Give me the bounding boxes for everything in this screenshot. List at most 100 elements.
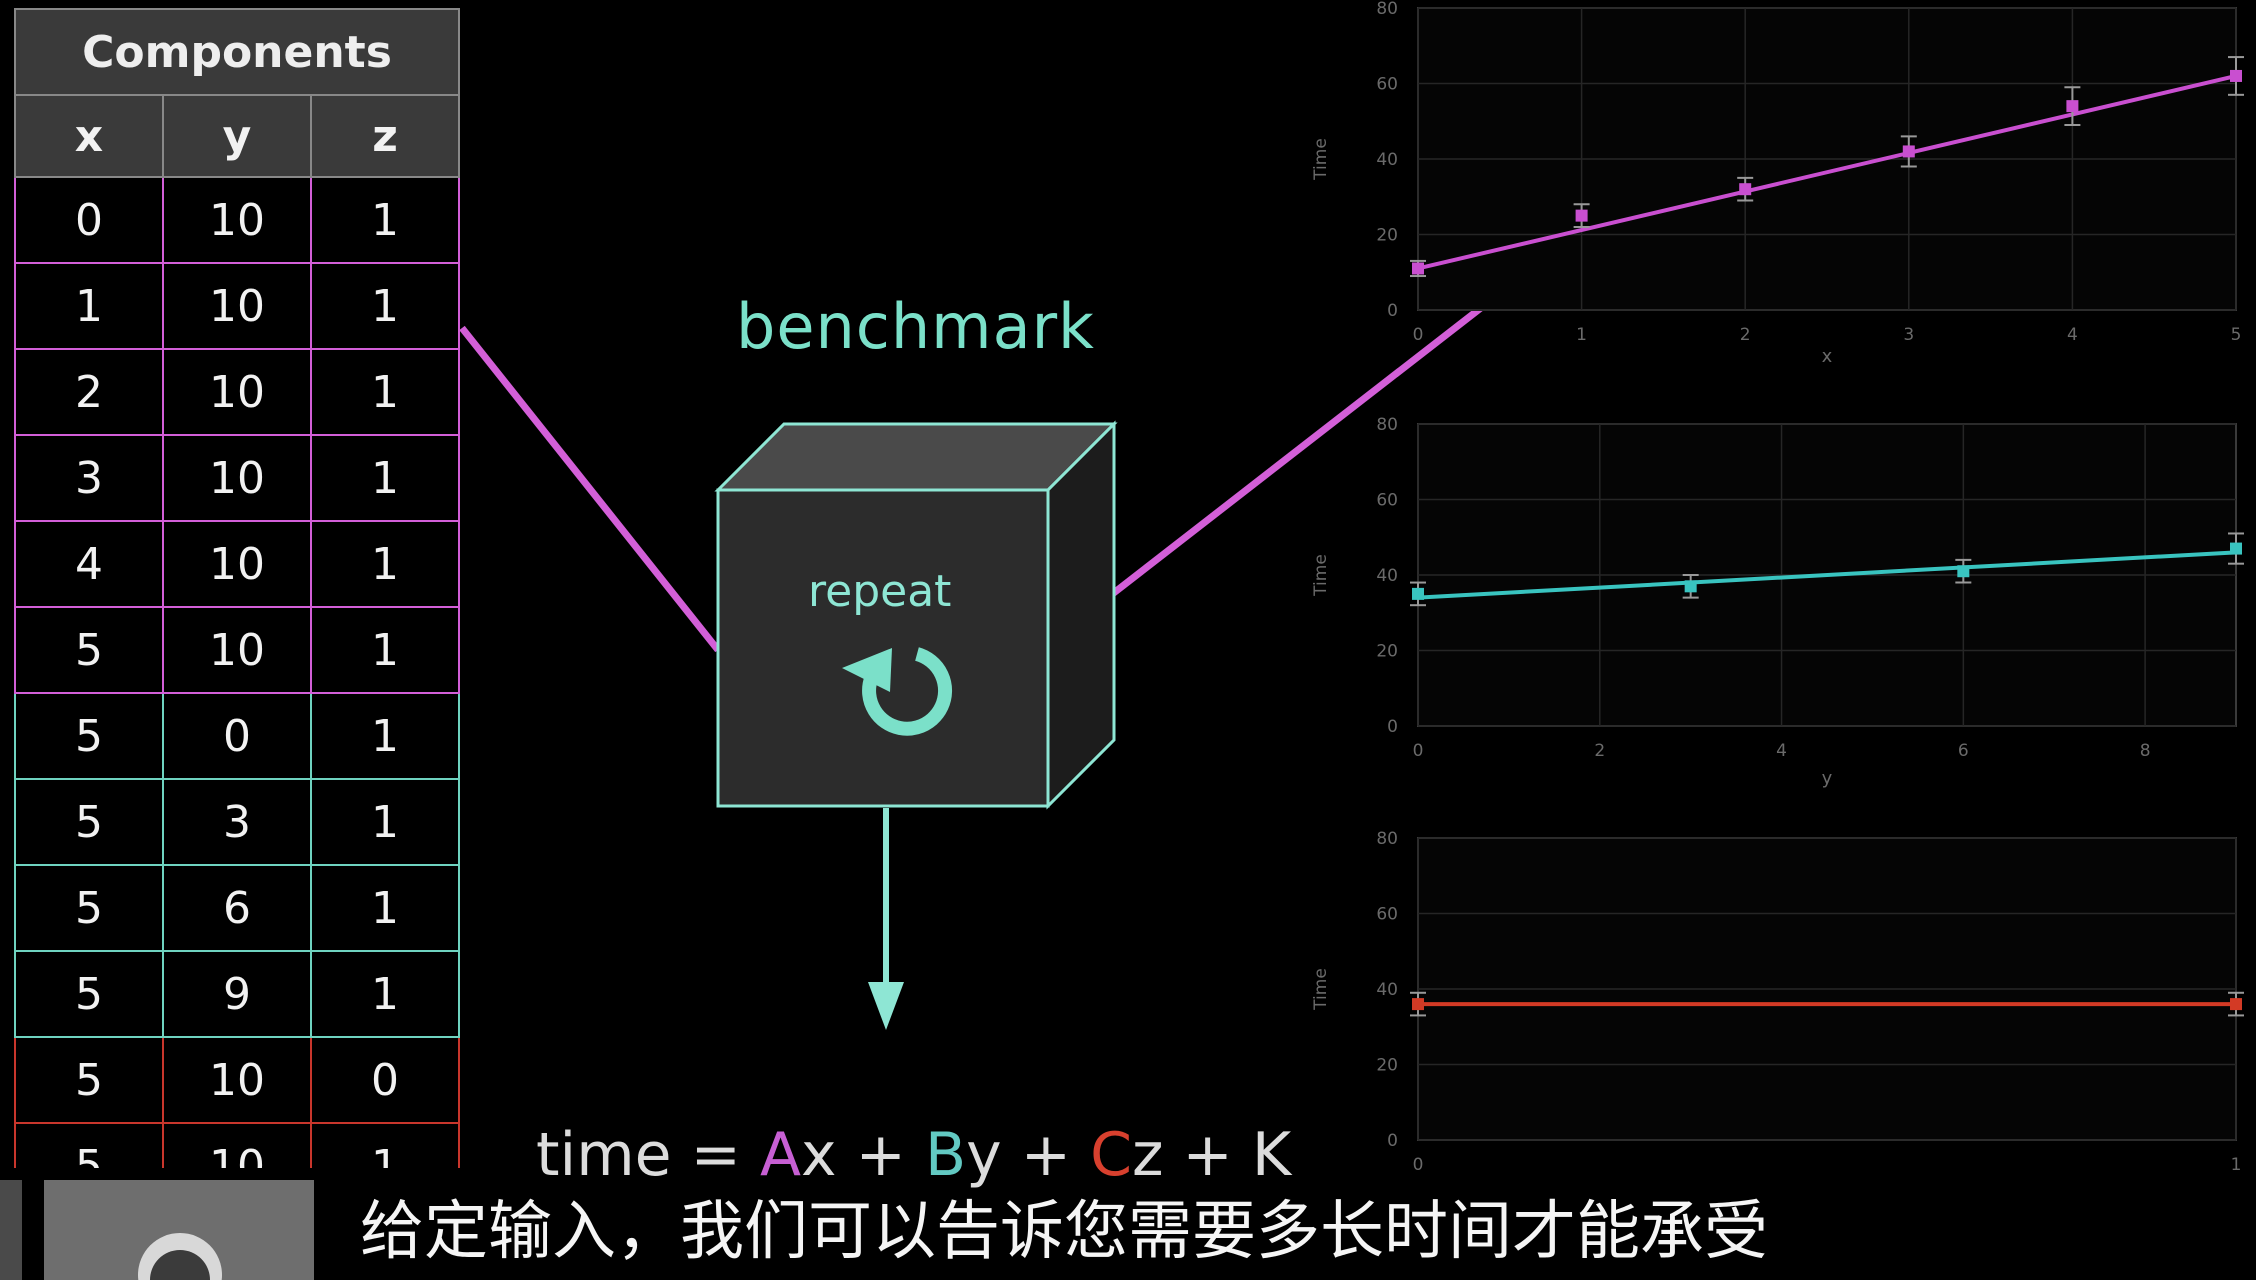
y-tick-label: 20 bbox=[1376, 1056, 1398, 1076]
subtitle-caption: 给定输入，我们可以告诉您需要多长时间才能承受 bbox=[360, 1195, 1768, 1269]
table-cell-x: 5 bbox=[14, 692, 164, 780]
x-tick-label: 4 bbox=[2067, 325, 2078, 345]
table-cell-z: 1 bbox=[310, 950, 460, 1038]
table-cell-z: 1 bbox=[310, 434, 460, 522]
y-tick-label: 40 bbox=[1376, 150, 1398, 170]
x-tick-label: 3 bbox=[1903, 325, 1914, 345]
data-point bbox=[1957, 565, 1970, 578]
y-tick-label: 80 bbox=[1376, 415, 1398, 435]
chart-time-vs-x: 0 20 40 60 80 0 1 2 3 4 5 Time x bbox=[1311, 0, 2244, 367]
table-cell-x: 3 bbox=[14, 434, 164, 522]
table-cell-y: 9 bbox=[162, 950, 312, 1038]
y-tick-label: 40 bbox=[1376, 566, 1398, 586]
data-point bbox=[2230, 998, 2242, 1011]
y-tick-label: 20 bbox=[1376, 642, 1398, 662]
x-tick-label: 0 bbox=[1413, 325, 1424, 345]
x-tick-label: 8 bbox=[2140, 741, 2151, 761]
x-tick-label: 2 bbox=[1740, 325, 1751, 345]
y-axis-label: Time bbox=[1311, 968, 1331, 1011]
x-tick-label: 0 bbox=[1413, 1155, 1424, 1175]
benchmark-label: benchmark bbox=[736, 290, 1095, 363]
x-tick-label: 2 bbox=[1594, 741, 1605, 761]
table-cell-x: 5 bbox=[14, 778, 164, 866]
table-cell-y: 10 bbox=[162, 1122, 312, 1168]
formula-coef-a: A bbox=[759, 1120, 802, 1190]
y-tick-label: 0 bbox=[1387, 301, 1398, 321]
table-cell-y: 10 bbox=[162, 262, 312, 350]
table-cell-y: 10 bbox=[162, 434, 312, 522]
x-axis-label: y bbox=[1822, 768, 1833, 789]
y-tick-label: 60 bbox=[1376, 75, 1398, 95]
fit-line bbox=[1417, 74, 2237, 271]
table-cell-x: 0 bbox=[14, 176, 164, 264]
table-cell-y: 10 bbox=[162, 176, 312, 264]
data-point bbox=[1575, 209, 1588, 222]
x-tick-label: 1 bbox=[1576, 325, 1587, 345]
x-axis-label: x bbox=[1822, 346, 1833, 367]
table-cell-z: 1 bbox=[310, 1122, 460, 1168]
fit-line bbox=[1417, 550, 2237, 600]
table-cell-z: 0 bbox=[310, 1036, 460, 1124]
y-tick-label: 80 bbox=[1376, 0, 1398, 19]
table-cell-z: 1 bbox=[310, 606, 460, 694]
table-cell-z: 1 bbox=[310, 520, 460, 608]
table-cell-y: 0 bbox=[162, 692, 312, 780]
table-cell-y: 3 bbox=[162, 778, 312, 866]
x-tick-label: 4 bbox=[1776, 741, 1787, 761]
table-cell-z: 1 bbox=[310, 348, 460, 436]
table-cell-x: 5 bbox=[14, 950, 164, 1038]
y-tick-label: 0 bbox=[1387, 1131, 1398, 1151]
formula-coef-b: B bbox=[924, 1120, 967, 1190]
y-tick-label: 20 bbox=[1376, 226, 1398, 246]
table-cell-y: 10 bbox=[162, 606, 312, 694]
data-point bbox=[2066, 100, 2079, 113]
y-axis-label: Time bbox=[1311, 138, 1331, 181]
table-cell-x: 2 bbox=[14, 348, 164, 436]
formula-z-term: z + K bbox=[1131, 1120, 1292, 1190]
data-point bbox=[1902, 145, 1915, 158]
output-arrowhead bbox=[868, 982, 904, 1030]
table-cell-z: 1 bbox=[310, 692, 460, 780]
y-tick-label: 80 bbox=[1376, 829, 1398, 849]
data-point bbox=[2230, 69, 2242, 82]
formula-x-term: x + bbox=[801, 1120, 925, 1190]
column-header-x: x bbox=[14, 94, 164, 178]
cube-front-face bbox=[716, 488, 1050, 808]
y-tick-label: 60 bbox=[1376, 905, 1398, 925]
column-header-y: y bbox=[162, 94, 312, 178]
cube-side-face bbox=[1046, 420, 1116, 810]
y-tick-label: 0 bbox=[1387, 717, 1398, 737]
table-cell-y: 10 bbox=[162, 1036, 312, 1124]
cube-to-chart-arrow-line bbox=[1081, 259, 1543, 619]
table-cell-x: 1 bbox=[14, 262, 164, 350]
data-point bbox=[2230, 542, 2242, 555]
table-cell-z: 1 bbox=[310, 864, 460, 952]
table-cell-x: 5 bbox=[14, 864, 164, 952]
column-header-z: z bbox=[310, 94, 460, 178]
presenter-avatar bbox=[138, 1233, 222, 1280]
table-cell-y: 10 bbox=[162, 520, 312, 608]
x-tick-label: 0 bbox=[1413, 741, 1424, 761]
table-title: Components bbox=[14, 8, 460, 96]
formula-coef-c: C bbox=[1090, 1120, 1132, 1190]
repeat-icon bbox=[842, 647, 953, 736]
cube-top-face bbox=[714, 422, 1118, 492]
x-tick-label: 5 bbox=[2231, 325, 2242, 345]
y-tick-label: 40 bbox=[1376, 980, 1398, 1000]
table-to-cube-connector bbox=[459, 325, 721, 653]
data-point bbox=[1412, 587, 1424, 600]
